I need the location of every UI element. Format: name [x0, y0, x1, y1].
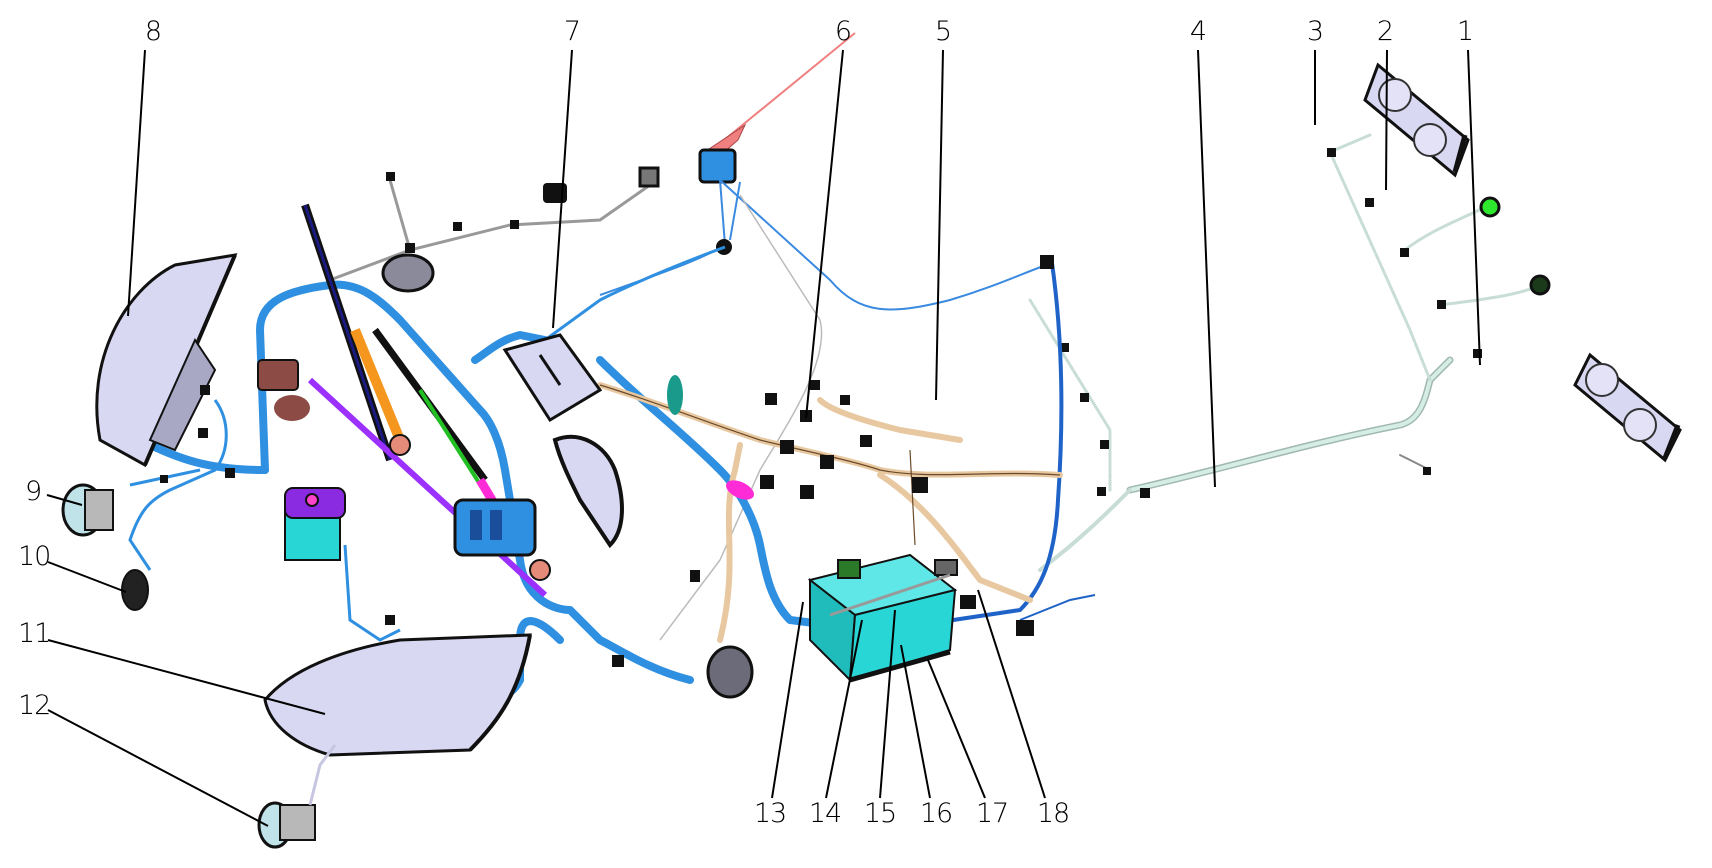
horn — [121, 569, 149, 611]
headlamp-upper-left — [95, 253, 238, 468]
dark-blue-branch — [1019, 594, 1096, 621]
leader-line-5 — [935, 49, 944, 401]
leader-line-6 — [805, 49, 844, 419]
leader-line-8 — [127, 49, 146, 317]
wiper-motor — [257, 359, 310, 421]
thin-blue-cables — [599, 179, 1053, 311]
front-main-harness-thin — [128, 245, 726, 642]
headlamp-lower-left — [263, 633, 532, 757]
speaker-lower — [706, 645, 754, 699]
grey-trunk-cable — [659, 194, 823, 641]
tail-lamp-left — [1363, 62, 1470, 178]
callout-8: 8 — [144, 16, 162, 47]
leader-line-10 — [47, 561, 127, 593]
battery — [807, 553, 958, 683]
callout-15: 15 — [863, 798, 897, 829]
callout-4: 4 — [1189, 16, 1207, 47]
callout-13: 13 — [753, 798, 787, 829]
license-lamp-2 — [1529, 274, 1551, 296]
dark-blue-harness — [899, 262, 1064, 630]
callout-2: 2 — [1376, 16, 1394, 47]
callout-18: 18 — [1036, 798, 1070, 829]
callout-7: 7 — [563, 16, 581, 47]
instrument-cluster — [552, 434, 624, 549]
blower-unit — [453, 498, 537, 557]
rear-harness — [1028, 133, 1542, 572]
magenta-connector — [725, 480, 755, 500]
fog-lamp-upper — [61, 483, 114, 537]
leader-line-14 — [825, 619, 863, 799]
leader-line-11 — [47, 639, 326, 715]
license-lamp-1 — [1479, 196, 1501, 218]
leader-line-9 — [46, 494, 83, 506]
callout-17: 17 — [975, 798, 1009, 829]
front-connectors — [160, 255, 1054, 667]
callout-3: 3 — [1306, 16, 1324, 47]
callout-16: 16 — [919, 798, 953, 829]
rear-harness-connectors — [1060, 148, 1482, 496]
upper-grey-harness — [329, 179, 651, 282]
leader-line-17 — [927, 659, 986, 799]
callout-12: 12 — [18, 690, 51, 721]
callout-9: 9 — [25, 476, 42, 507]
engine-harness-connectors — [760, 380, 1150, 499]
callout-5: 5 — [934, 16, 952, 47]
callout-11: 11 — [18, 618, 51, 649]
leader-line-13 — [771, 601, 804, 799]
leader-line-4 — [1197, 49, 1216, 488]
leader-line-1 — [1467, 49, 1481, 366]
leader-line-16 — [900, 644, 931, 799]
fog-lamp-lower — [257, 744, 337, 849]
tail-lamp-right — [1573, 352, 1682, 463]
callout-14: 14 — [808, 798, 842, 829]
teal-connector — [667, 375, 683, 415]
callout-10: 10 — [18, 541, 51, 572]
antenna — [698, 32, 856, 184]
speaker-upper — [381, 253, 435, 293]
washer-reservoir — [284, 487, 346, 561]
leader-line-2 — [1385, 49, 1388, 191]
leader-line-18 — [977, 589, 1046, 799]
leader-line-15 — [879, 609, 896, 799]
callout-1: 1 — [1456, 16, 1474, 47]
callout-6: 6 — [834, 16, 852, 47]
ecu-box — [502, 333, 603, 423]
leader-lines — [46, 49, 1481, 827]
leader-line-7 — [552, 49, 573, 329]
leader-line-12 — [47, 709, 269, 827]
upper-grey-connectors — [386, 166, 660, 253]
